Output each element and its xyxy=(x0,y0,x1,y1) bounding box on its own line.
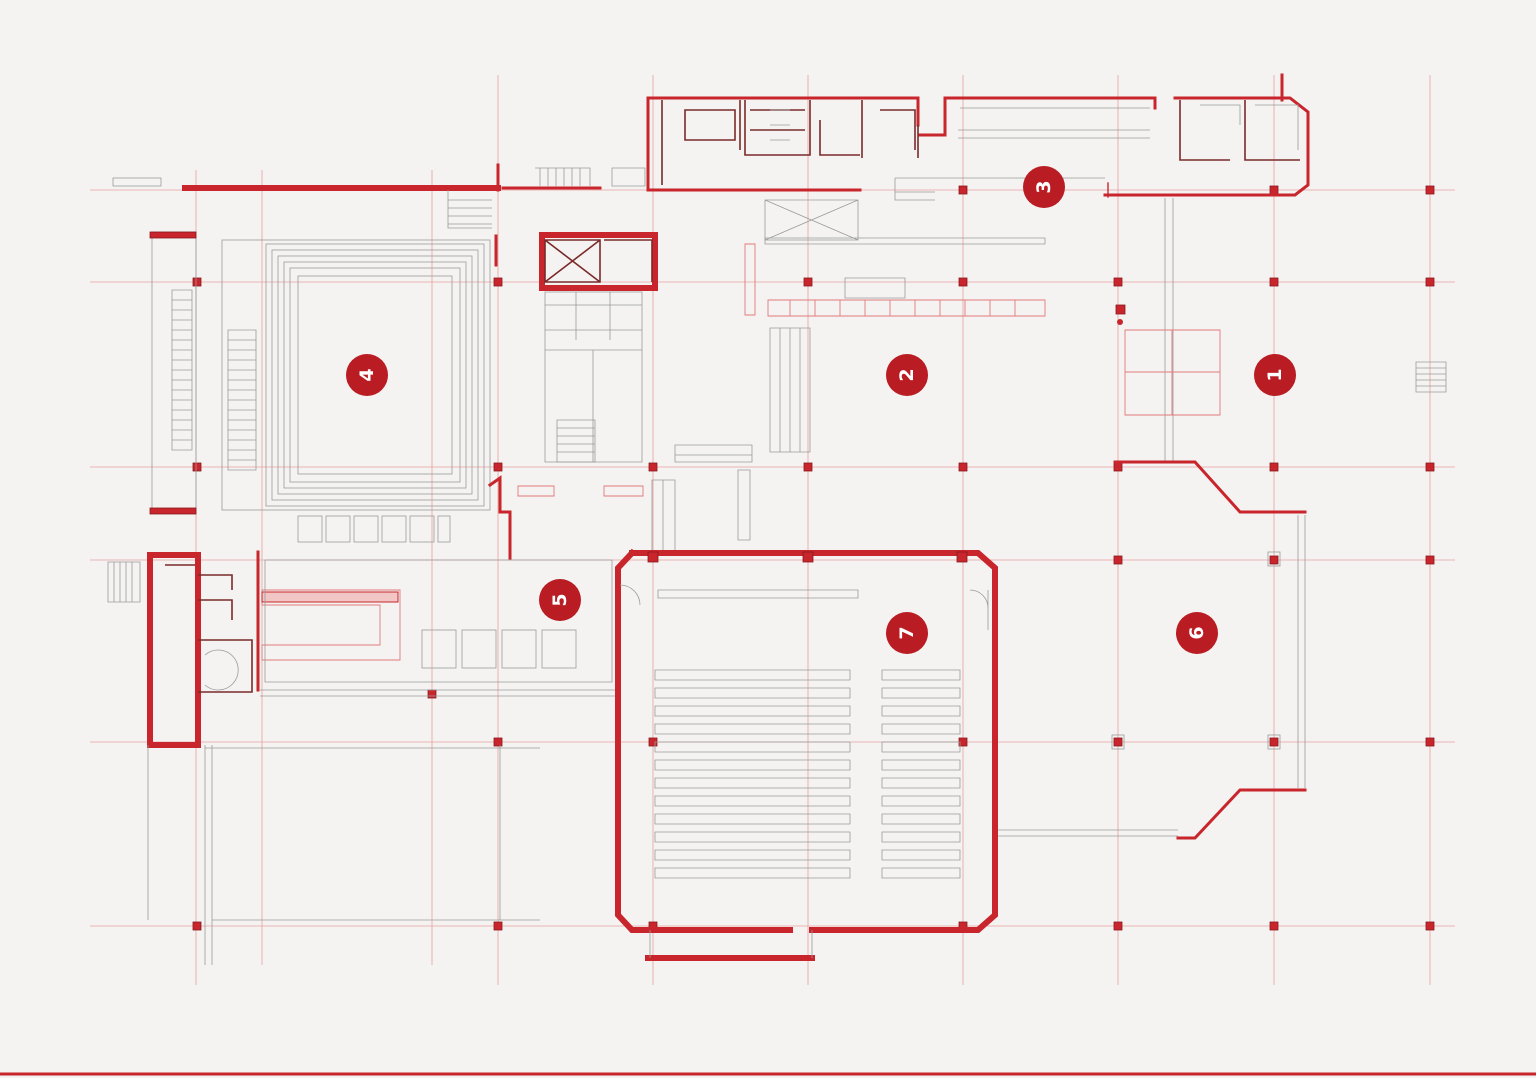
stair-core xyxy=(517,232,658,497)
room-6-foyer-walls xyxy=(998,460,1307,840)
room-5-tables xyxy=(421,629,577,669)
room-marker-5: 5 xyxy=(539,579,581,621)
room-marker-7: 7 xyxy=(886,612,928,654)
service-wing-walls xyxy=(646,73,1310,201)
room-marker-7-label: 7 xyxy=(896,626,918,639)
marker-dot xyxy=(1117,319,1123,325)
room-marker-6: 6 xyxy=(1176,612,1218,654)
room-marker-2: 2 xyxy=(886,354,928,396)
room-marker-6-label: 6 xyxy=(1186,626,1208,639)
room-5-cafe xyxy=(107,550,615,965)
room-4-auditorium xyxy=(149,231,512,560)
room-marker-1-label: 1 xyxy=(1264,368,1286,381)
room-marker-4-label: 4 xyxy=(356,368,378,381)
room-marker-2-label: 2 xyxy=(896,368,918,381)
north-wall-west xyxy=(112,163,646,229)
room-marker-3-label: 3 xyxy=(1033,180,1055,193)
structural-columns xyxy=(192,185,1435,931)
stair-symbol-east xyxy=(1415,361,1447,393)
room-7-main-hall xyxy=(615,548,998,961)
room-4-tables xyxy=(297,515,451,543)
room-7-seating-rows xyxy=(654,669,961,879)
room-2-lobby xyxy=(651,198,1221,556)
room-marker-5-label: 5 xyxy=(549,593,571,606)
structural-grid xyxy=(90,75,1455,985)
room-marker-4: 4 xyxy=(346,354,388,396)
room-marker-1: 1 xyxy=(1254,354,1296,396)
room-marker-3: 3 xyxy=(1023,166,1065,208)
